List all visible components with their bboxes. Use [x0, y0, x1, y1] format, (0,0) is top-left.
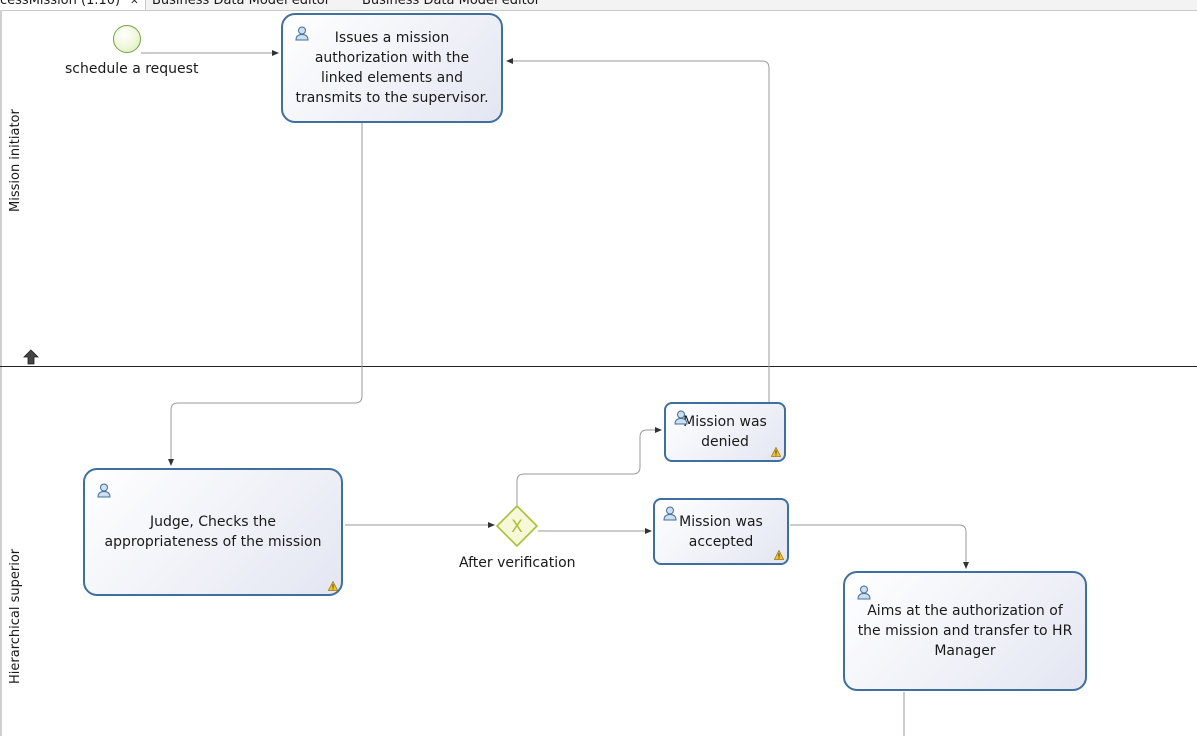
- task-label: Mission was denied: [683, 414, 767, 450]
- lane-separator: [0, 366, 1197, 367]
- user-icon: [674, 410, 688, 425]
- task-label: Issues a mission authorization with the …: [295, 30, 489, 106]
- gateway-label: After verification: [459, 555, 576, 571]
- task-mission-accepted[interactable]: Mission was accepted: [653, 498, 789, 565]
- task-issue-mission-authorization[interactable]: Issues a mission authorization with the …: [281, 13, 503, 123]
- task-authorize-and-transfer[interactable]: Aims at the authorization of the mission…: [843, 571, 1087, 691]
- warning-icon: [328, 581, 338, 591]
- flow-gateway-to-denied: [516, 427, 662, 505]
- task-label: Aims at the authorization of the mission…: [857, 603, 1073, 659]
- warning-icon: [774, 550, 784, 560]
- user-icon: [857, 585, 871, 600]
- task-label: Mission was accepted: [679, 513, 763, 550]
- user-icon: [295, 26, 309, 41]
- tab-business-data-model-2[interactable]: Business Data Model editor: [362, 0, 541, 8]
- task-judge-appropriateness[interactable]: Judge, Checks the appropriateness of the…: [83, 468, 343, 596]
- collapse-arrow-icon[interactable]: [23, 349, 39, 365]
- flow-issue-to-judge: [168, 123, 363, 466]
- gateway-symbol: X: [511, 517, 523, 537]
- task-mission-denied[interactable]: Mission was denied: [664, 402, 786, 462]
- flow-denied-to-issue: [506, 58, 770, 402]
- tab-label: cessMission (1.10): [0, 0, 121, 8]
- task-label: Judge, Checks the appropriateness of the…: [104, 514, 322, 550]
- flow-accepted-to-authorize: [790, 524, 969, 569]
- tab-process-mission[interactable]: cessMission (1.10) ✕: [0, 0, 146, 10]
- user-icon: [663, 506, 677, 521]
- start-event-label: schedule a request: [65, 61, 199, 77]
- close-tab-icon[interactable]: ✕: [130, 0, 139, 7]
- warning-icon: [771, 447, 781, 457]
- pool-left-border: [0, 10, 2, 736]
- start-event[interactable]: [113, 25, 141, 53]
- editor-tab-bar: cessMission (1.10) ✕ Business Data Model…: [0, 0, 1197, 11]
- user-icon: [97, 483, 111, 498]
- tab-business-data-model-1[interactable]: Business Data Model editor: [152, 0, 331, 8]
- exclusive-gateway-icon[interactable]: X: [496, 505, 538, 547]
